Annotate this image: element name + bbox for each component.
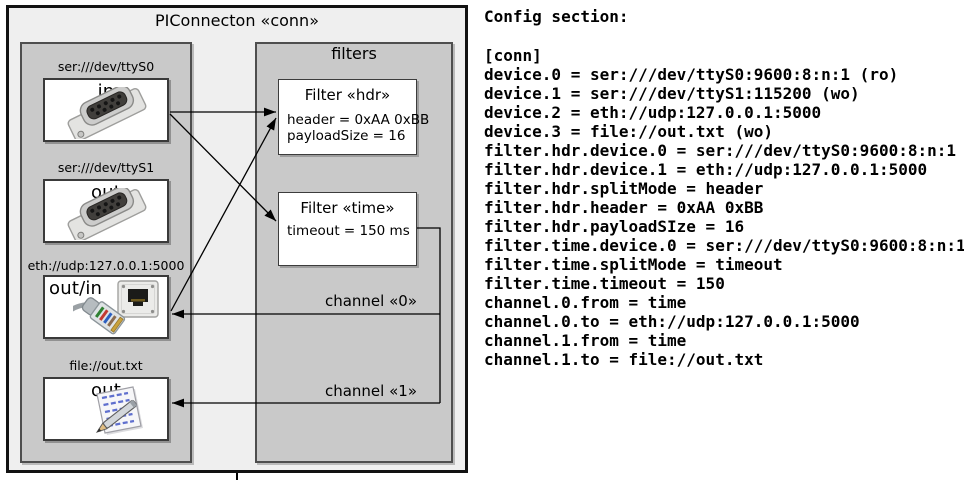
config-line: filter.time.device.0 = ser:///dev/ttyS0:… [484, 236, 964, 255]
rj45-plug-icon [73, 297, 126, 335]
device-box-file: out [43, 377, 169, 441]
serial-connector-icon [67, 87, 147, 139]
notepad-icon [95, 386, 143, 435]
config-line: filter.time.timeout = 150 [484, 274, 725, 293]
config-heading: Config section: [484, 7, 629, 26]
config-line: channel.0.to = eth://udp:127.0.0.1:5000 [484, 312, 860, 331]
device-direction: out/in [49, 278, 103, 299]
device-box-eth: out/in [43, 275, 169, 339]
config-line: channel.1.from = time [484, 331, 687, 350]
config-line: filter.hdr.device.1 = eth://udp:127.0.0.… [484, 160, 928, 179]
config-line: device.2 = eth://udp:127.0.0.1:5000 [484, 103, 822, 122]
device-label-ttys1: ser:///dev/ttyS1 [57, 160, 155, 175]
ethernet-connector-icon [117, 280, 159, 318]
diagram-title: PIConnecton «conn» [155, 11, 319, 30]
filter-hdr-title: Filter «hdr» [304, 86, 391, 104]
channel-0-label: channel «0» [324, 292, 417, 310]
config-line: filter.hdr.payloadSIze = 16 [484, 217, 745, 236]
filter-time-title: Filter «time» [300, 199, 395, 217]
device-box-ttys0: in [43, 78, 169, 142]
device-label-eth: eth://udp:127.0.0.1:5000 [27, 258, 185, 273]
config-line: filter.hdr.splitMode = header [484, 179, 764, 198]
config-line: filter.hdr.device.0 = ser:///dev/ttyS0:9… [484, 141, 957, 160]
config-lines: [conn] device.0 = ser:///dev/ttyS0:9600:… [484, 46, 964, 369]
filter-hdr-properties: header = 0xAA 0xBB payloadSize = 16 [287, 112, 430, 144]
filter-hdr-box: Filter «hdr» header = 0xAA 0xBB payloadS… [278, 79, 430, 155]
filter-property: header = 0xAA 0xBB [287, 112, 430, 128]
channel-1-label: channel «1» [324, 382, 417, 400]
config-line: channel.1.to = file://out.txt [484, 350, 764, 369]
config-line: channel.0.from = time [484, 293, 687, 312]
filter-property: timeout = 150 ms [287, 223, 410, 239]
device-label-file: file://out.txt [69, 358, 143, 373]
filters-panel-title: filters [331, 44, 377, 63]
config-line: filter.hdr.header = 0xAA 0xBB [484, 198, 764, 217]
config-line: filter.time.splitMode = timeout [484, 255, 783, 274]
config-line: device.0 = ser:///dev/ttyS0:9600:8:n:1 (… [484, 65, 899, 84]
filter-time-properties: timeout = 150 ms [287, 223, 412, 239]
device-box-ttys1: out [43, 179, 169, 243]
config-line: device.3 = file://out.txt (wo) [484, 122, 773, 141]
device-label-ttys0: ser:///dev/ttyS0 [57, 59, 155, 74]
config-line: [conn] [484, 46, 542, 65]
serial-connector-icon [67, 188, 147, 240]
filter-property: payloadSize = 16 [287, 128, 406, 144]
config-line: device.1 = ser:///dev/ttyS1:115200 (wo) [484, 84, 860, 103]
filter-time-box: Filter «time» timeout = 150 ms [278, 192, 417, 266]
